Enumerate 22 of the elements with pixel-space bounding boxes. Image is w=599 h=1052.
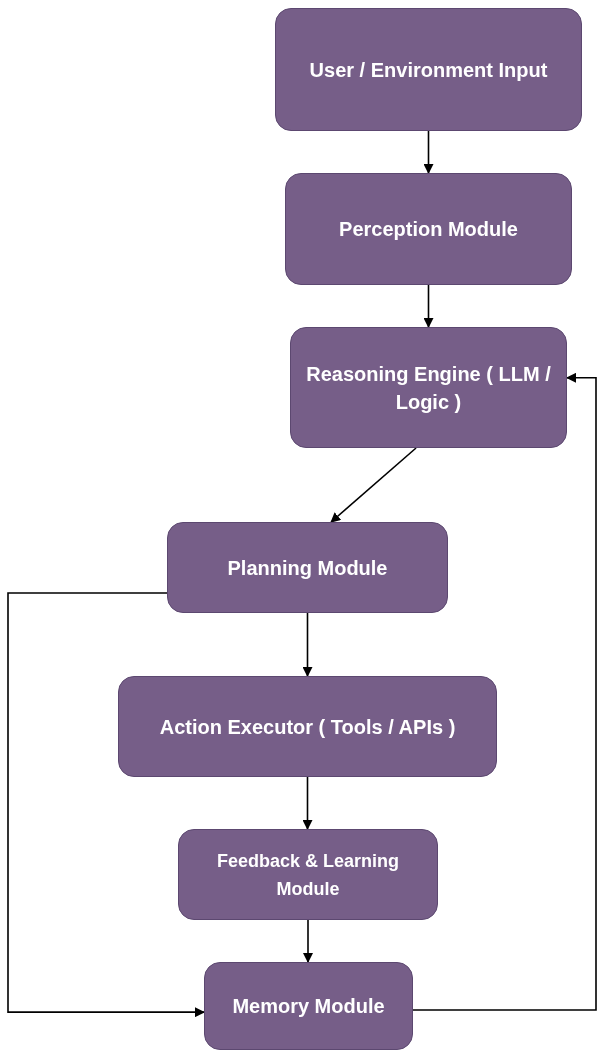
arrow — [302, 776, 313, 830]
arrow — [330, 447, 417, 523]
arrow — [302, 612, 313, 677]
process-box — [118, 676, 497, 777]
process-box — [285, 173, 572, 285]
process-box — [178, 829, 438, 920]
box-label: Memory Module — [232, 994, 385, 1019]
arrow — [423, 284, 434, 328]
arrow — [303, 919, 313, 963]
process-box — [204, 962, 413, 1050]
arrow — [412, 372, 597, 1011]
box-label: Reasoning Engine ( LLM / Logic ) — [305, 361, 552, 415]
process-box — [275, 8, 582, 131]
box-label: User / Environment Input — [309, 57, 548, 83]
arrow — [423, 130, 434, 174]
process-box — [167, 522, 448, 613]
arrow — [7, 592, 205, 1018]
box-label: Planning Module — [227, 555, 388, 581]
box-label: Perception Module — [339, 217, 518, 242]
box-label: Action Executor ( Tools / APIs ) — [159, 714, 456, 740]
box-label: Feedback & Learning Module — [215, 849, 401, 901]
process-box — [290, 327, 567, 448]
